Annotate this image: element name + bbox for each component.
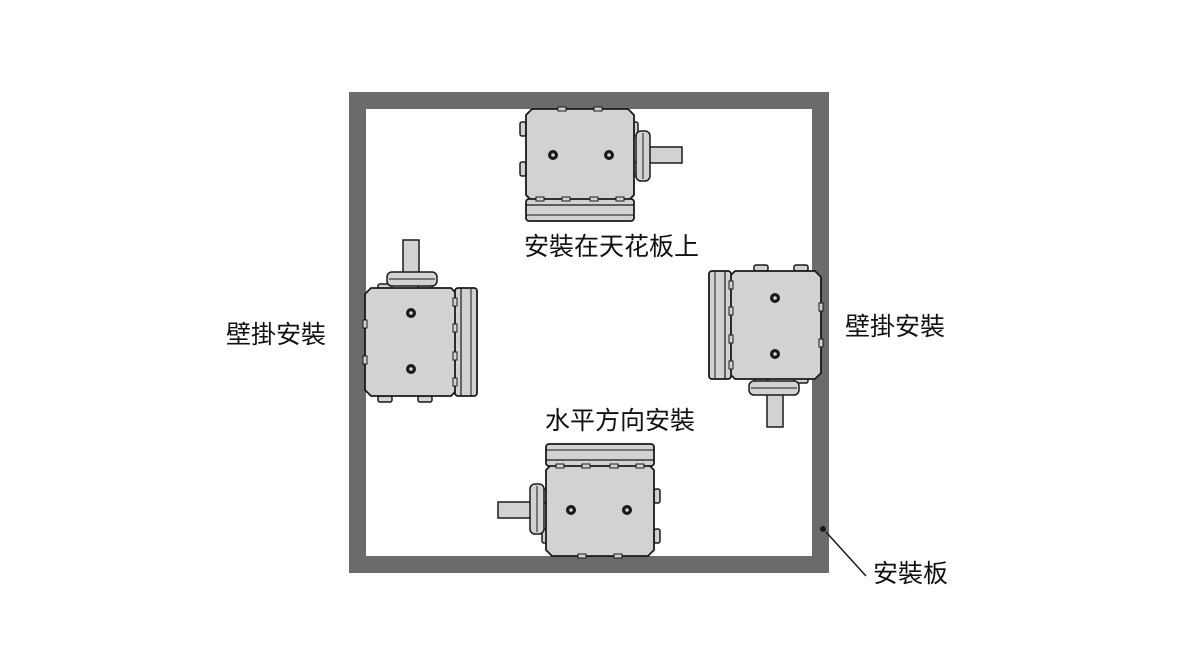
ceiling-mount-label: 安裝在天花板上 xyxy=(524,232,700,261)
mounting-plate-label: 安裝板 xyxy=(873,559,949,588)
horizontal-mount-label: 水平方向安裝 xyxy=(545,406,696,435)
leader-dot xyxy=(820,526,826,532)
leader-line xyxy=(825,531,867,577)
wall-mount-left-label: 壁掛安裝 xyxy=(226,320,327,349)
wall-mount-right-label: 壁掛安裝 xyxy=(845,312,946,341)
